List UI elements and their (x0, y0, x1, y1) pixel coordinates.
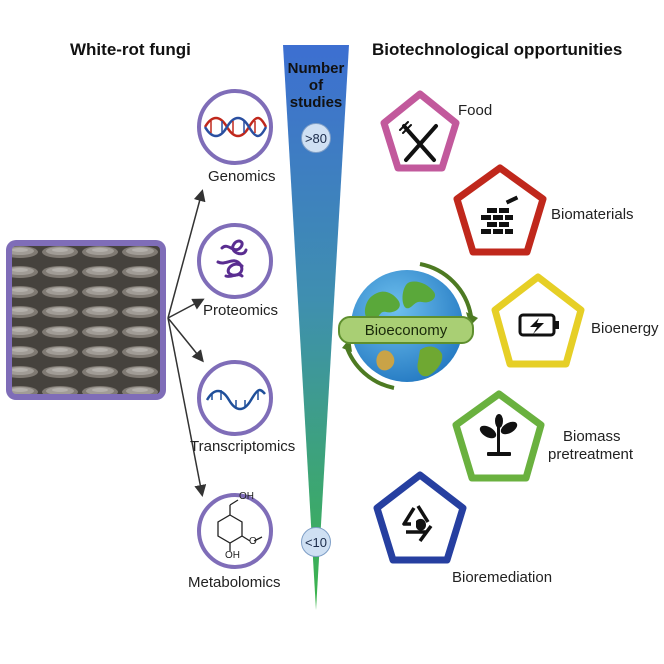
atom-o: O (249, 536, 257, 547)
brick-wall-icon (481, 195, 519, 234)
biomass-label-line-1: Biomass (563, 428, 621, 445)
studies-funnel (283, 45, 349, 610)
metabolomics-label: Metabolomics (188, 574, 281, 591)
genomics-label: Genomics (208, 168, 276, 185)
bioeconomy-label: Bioeconomy (338, 316, 474, 344)
biomass-label-line-2: pretreatment (548, 446, 634, 463)
rna-icon (205, 388, 266, 411)
transcriptomics-label: Transcriptomics (190, 438, 296, 455)
funnel-title-line-3: studies (289, 94, 343, 111)
right-header: Biotechnological opportunities (372, 40, 623, 59)
bioremediation-label: Bioremediation (452, 569, 553, 586)
omics-circles (197, 89, 273, 569)
omics-arrows (167, 189, 207, 497)
globe-icon (351, 270, 463, 382)
food-label: Food (458, 102, 493, 119)
recycle-icon (402, 505, 433, 543)
funnel-title-line-1: Number (287, 60, 345, 77)
funnel-title-line-2: of (308, 77, 324, 94)
funnel-top-badge: >80 (301, 123, 331, 153)
atom-oh-bottom: OH (225, 550, 240, 561)
battery-icon (518, 313, 559, 337)
funnel-title: Number of studies (282, 60, 350, 111)
left-header: White-rot fungi (70, 40, 191, 59)
proteomics-label: Proteomics (203, 302, 279, 319)
molecule-icon (217, 499, 263, 551)
atom-oh-top: OH (239, 491, 254, 502)
bioenergy-label: Bioenergy (591, 320, 659, 337)
funnel-bottom-badge: <10 (301, 527, 331, 557)
fungi-photo (6, 240, 166, 400)
dna-icon (203, 116, 268, 138)
bioremediation-pentagon (373, 471, 467, 564)
protein-icon (216, 239, 248, 278)
plant-icon (479, 414, 518, 456)
biomaterials-label: Biomaterials (551, 206, 634, 223)
biomass-pretreatment-label: Biomass pretreatment (548, 428, 633, 464)
food-pentagon (380, 90, 460, 172)
fork-knife-icon (399, 121, 438, 162)
